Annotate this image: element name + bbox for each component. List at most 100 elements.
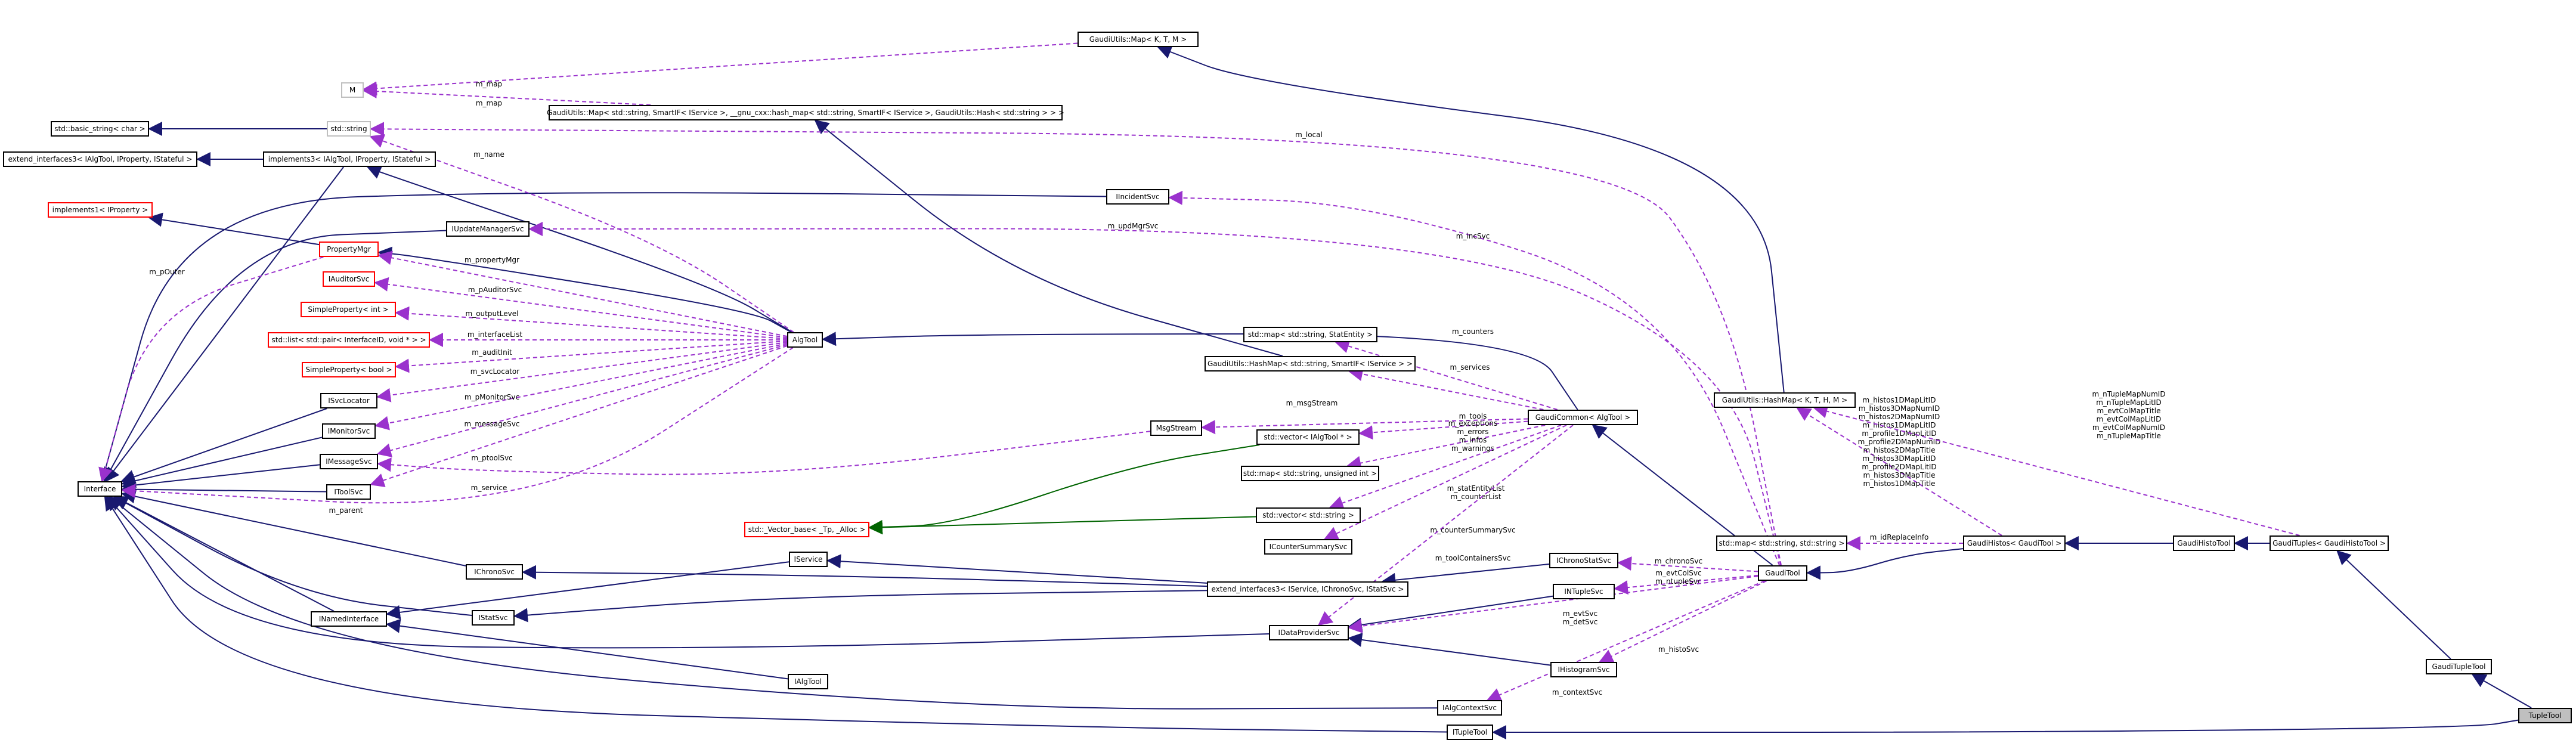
node-ichrono-stat-svc[interactable]: IChronoStatSvc — [1549, 553, 1618, 568]
node-simple-prop-int[interactable]: SimpleProperty< int > — [301, 302, 396, 317]
edge-label-m-counters: m_counters — [1452, 327, 1494, 336]
inheritance-edge-gaudi-histos-to-gaudi-tool — [1806, 548, 1964, 580]
edge-label-m-outputLevel: m_outputLevel — [466, 309, 519, 318]
node-imonitor-svc[interactable]: IMonitorSvc — [322, 423, 376, 439]
usage-edge-map-generic-to-M — [363, 42, 1078, 96]
edge-label-m-pAuditorSvc: m_pAuditorSvc — [468, 286, 522, 294]
edge-label-m-tools: m_tools — [1459, 412, 1487, 420]
usage-edge-gaudi-tool-to-iupdate-mgr-svc — [528, 221, 1782, 566]
usage-edge-gaudi-tuples-to-hashmap-generic — [1813, 404, 2300, 536]
node-idata-provider-svc[interactable]: IDataProviderSvc — [1269, 625, 1349, 640]
node-ialg-context-svc[interactable]: IAlgContextSvc — [1437, 700, 1502, 716]
node-gaudi-tuple-tool[interactable]: GaudiTupleTool — [2426, 659, 2492, 674]
edge-label-m-msgStream: m_msgStream — [1286, 399, 1338, 407]
usage-edge-algtool-to-imessage-svc — [376, 344, 788, 457]
node-std-map-uint[interactable]: std::map< std::string, unsigned int > — [1241, 466, 1379, 481]
inheritance-edge-imonitor-svc-to-interface — [121, 436, 323, 488]
inheritance-edge-imessage-svc-to-interface — [121, 464, 320, 493]
node-gaudi-tool[interactable]: GaudiTool — [1758, 565, 1807, 581]
inheritance-edge-hashmap-smartif-to-map-concrete — [814, 119, 1283, 357]
inheritance-edge-tuple-tool-to-ituple-tool — [1492, 719, 2519, 739]
node-ialgtool[interactable]: IAlgTool — [788, 674, 828, 689]
edge-label-m-histoSvc: m_histoSvc — [1658, 645, 1699, 654]
node-inamed-interface[interactable]: INamedInterface — [311, 611, 387, 627]
node-itool-svc[interactable]: IToolSvc — [326, 484, 371, 500]
edge-label-m-messageSvc: m_messageSvc — [465, 420, 520, 428]
edge-label-m-incSvc: m_incSvc — [1456, 232, 1490, 240]
node-intuple-svc[interactable]: INTupleSvc — [1553, 584, 1615, 599]
node-impl3-ialgtool[interactable]: implements3< IAlgTool, IProperty, IState… — [263, 151, 436, 167]
inheritance-edge-inamed-interface-to-interface — [113, 496, 335, 612]
instantiation-edge-std-vector-ialgtool-to-std-vector-base — [868, 444, 1260, 534]
inheritance-edge-impl3-ialgtool-to-interface — [105, 166, 344, 482]
inheritance-edge-ext-ifaces3-iservice-to-ichrono-svc — [522, 565, 1208, 587]
node-std-vector-string[interactable]: std::vector< std::string > — [1256, 507, 1361, 523]
node-interface[interactable]: Interface — [78, 481, 122, 497]
node-gaudi-common[interactable]: GaudiCommon< AlgTool > — [1528, 410, 1638, 425]
node-map-generic[interactable]: GaudiUtils::Map< K, T, M > — [1078, 32, 1199, 47]
node-imessage-svc[interactable]: IMessageSvc — [320, 454, 378, 469]
node-map-concrete[interactable]: GaudiUtils::Map< std::string, SmartIF< I… — [547, 105, 1064, 120]
usage-edge-algtool-to-std-string — [369, 134, 794, 333]
node-ichrono-svc[interactable]: IChronoSvc — [466, 564, 523, 580]
node-std-vector-base[interactable]: std::_Vector_base< _Tp, _Alloc > — [744, 522, 869, 537]
usage-edge-algtool-to-isvc-locator — [376, 342, 788, 403]
usage-edge-gaudi-common-to-icounter-summary-svc — [1323, 425, 1567, 540]
edge-label-m-map1: m_map — [476, 80, 502, 88]
node-ituple-tool[interactable]: ITupleTool — [1447, 725, 1493, 740]
node-basic-string[interactable]: std::basic_string< char > — [51, 121, 149, 137]
node-impl1-iproperty[interactable]: implements1< IProperty > — [48, 202, 153, 218]
usage-edge-gaudi-common-to-std-vector-string — [1329, 425, 1562, 510]
usage-edge-gaudi-common-to-idata-provider-svc — [1317, 425, 1574, 626]
node-hashmap-generic[interactable]: GaudiUtils::HashMap< K, T, H, M > — [1714, 392, 1856, 408]
node-std-list-pair[interactable]: std::list< std::pair< InterfaceID, void … — [268, 332, 430, 348]
usage-edge-gaudi-tool-to-ialg-context-svc — [1486, 580, 1765, 702]
edge-label-m-local: m_local — [1295, 131, 1323, 139]
node-ihistogram-svc[interactable]: IHistogramSvc — [1550, 662, 1617, 677]
node-hashmap-smartif[interactable]: GaudiUtils::HashMap< std::string, SmartI… — [1205, 356, 1416, 371]
edge-label-m-auditInit: m_auditInit — [472, 348, 512, 357]
node-gaudi-tuples[interactable]: GaudiTuples< GaudiHistoTool > — [2270, 535, 2389, 551]
edge-label-m-name: m_name — [473, 150, 504, 159]
usage-edge-gaudi-tool-to-iincident-svc — [1168, 190, 1781, 566]
node-algtool[interactable]: AlgTool — [787, 332, 823, 348]
node-simple-prop-bool[interactable]: SimpleProperty< bool > — [302, 362, 396, 377]
node-property-mgr[interactable]: PropertyMgr — [319, 242, 379, 257]
node-tuple-tool[interactable]: TupleTool — [2518, 708, 2572, 723]
node-gaudi-histos[interactable]: GaudiHistos< GaudiTool > — [1963, 535, 2066, 551]
inheritance-edge-ext-ifaces3-iservice-to-iservice — [826, 554, 1208, 584]
usage-edge-gaudi-tool-to-ihistogram-svc — [1598, 580, 1767, 663]
node-M[interactable]: M — [341, 82, 364, 98]
node-msgstream[interactable]: MsgStream — [1150, 420, 1202, 436]
inheritance-edge-istat-svc-to-interface — [113, 496, 472, 617]
usage-edge-algtool-to-interface — [121, 347, 794, 504]
usage-edge-gaudi-common-to-hashmap-smartif — [1348, 367, 1544, 410]
node-icounter-summary-svc[interactable]: ICounterSummarySvc — [1264, 539, 1352, 555]
usage-edge-gaudi-tool-to-idata-provider-svc — [1348, 575, 1758, 633]
edge-label-m-chronoSvc: m_chronoSvc — [1655, 557, 1702, 565]
edge-label-m-pOuter: m_pOuter — [149, 268, 184, 276]
edge-label-m-services: m_services — [1450, 363, 1490, 371]
node-ext-ifaces3-iservice[interactable]: extend_interfaces3< IService, IChronoSvc… — [1207, 581, 1408, 597]
node-iauditor-svc[interactable]: IAuditorSvc — [323, 271, 375, 287]
edge-label-m-map2: m_map — [476, 99, 502, 107]
node-iservice[interactable]: IService — [789, 552, 828, 567]
inheritance-edge-tuple-tool-to-gaudi-tuple-tool — [2471, 674, 2532, 708]
node-iincident-svc[interactable]: IIncidentSvc — [1106, 189, 1169, 205]
node-std-map-statentity[interactable]: std::map< std::string, StatEntity > — [1243, 327, 1377, 342]
node-std-vector-ialgtool[interactable]: std::vector< IAlgTool * > — [1256, 429, 1360, 445]
inheritance-edge-isvc-locator-to-interface — [120, 408, 327, 484]
node-ext-ifaces3-ialgtool[interactable]: extend_interfaces3< IAlgTool, IProperty,… — [3, 151, 197, 167]
edge-label-m-updMgrSvc: m_updMgrSvc — [1108, 222, 1159, 230]
edge-label-m-pMonitorSvc: m_pMonitorSvc — [465, 393, 519, 401]
node-std-string[interactable]: std::string — [327, 121, 371, 137]
node-istat-svc[interactable]: IStatSvc — [472, 610, 515, 626]
node-gaudi-histo-tool[interactable]: GaudiHistoTool — [2173, 535, 2235, 551]
node-iupdate-mgr-svc[interactable]: IUpdateManagerSvc — [446, 221, 530, 237]
node-isvc-locator[interactable]: ISvcLocator — [320, 393, 377, 408]
node-std-map-string-string[interactable]: std::map< std::string, std::string > — [1716, 535, 1847, 551]
